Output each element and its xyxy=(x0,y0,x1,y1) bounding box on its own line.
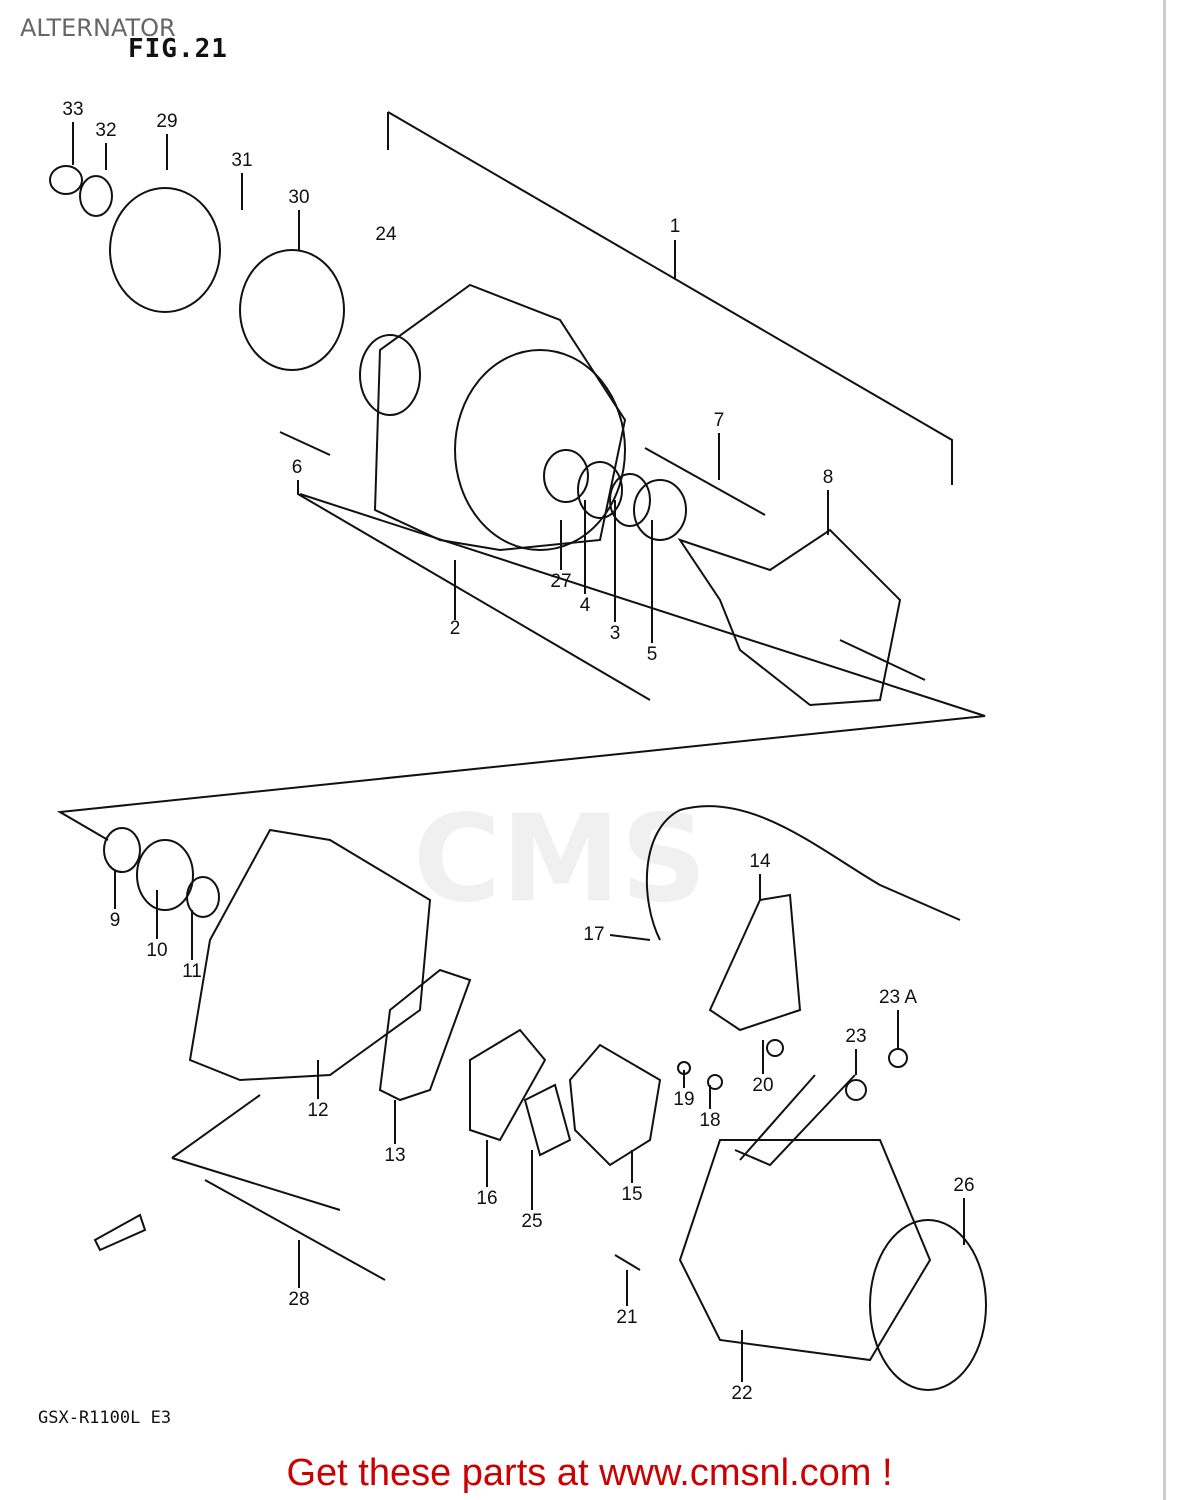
part-5-plate xyxy=(633,479,687,541)
callout-22: 22 xyxy=(731,1383,753,1404)
callout-23a: 23 A xyxy=(878,987,918,1008)
callout-12: 12 xyxy=(307,1100,329,1121)
part-20-screw xyxy=(766,1039,784,1057)
part-19-washer xyxy=(677,1061,691,1075)
callout-25: 25 xyxy=(521,1211,543,1232)
callout-21: 21 xyxy=(616,1307,638,1328)
fwd-arrow-icon xyxy=(93,1213,147,1252)
callout-27: 27 xyxy=(550,571,572,592)
part-13-stator xyxy=(378,968,472,1102)
callout-4: 4 xyxy=(579,595,591,616)
part-27-bearing xyxy=(543,449,589,503)
callout-10: 10 xyxy=(146,940,168,961)
callout-30: 30 xyxy=(288,187,310,208)
part-33-nut xyxy=(49,165,83,195)
callout-33: 33 xyxy=(62,99,84,120)
part-6-screw xyxy=(279,431,331,456)
callout-7: 7 xyxy=(713,410,725,431)
group-line-lower xyxy=(171,1094,341,1211)
callout-26: 26 xyxy=(953,1175,975,1196)
callout-18: 18 xyxy=(699,1110,721,1131)
callout-20: 20 xyxy=(752,1075,774,1096)
part-15-regulator xyxy=(568,1043,662,1167)
part-10-bearing xyxy=(136,839,194,911)
callout-6: 6 xyxy=(291,457,303,478)
part-26-cap xyxy=(869,1219,987,1391)
watermark-logo: CMS xyxy=(413,790,707,930)
callout-23: 23 xyxy=(845,1026,867,1047)
page-title: ALTERNATOR xyxy=(20,14,176,42)
callout-8: 8 xyxy=(822,467,834,488)
part-2-housing xyxy=(373,283,627,552)
group-line-upper xyxy=(56,480,986,841)
part-8-rotor xyxy=(677,528,926,707)
shop-link[interactable]: Get these parts at www.cmsnl.com ! xyxy=(286,1452,893,1494)
callout-31: 31 xyxy=(231,150,253,171)
part-21-screw xyxy=(614,1254,641,1271)
part-29-hub xyxy=(109,187,221,313)
part-28-bolt xyxy=(204,1179,386,1281)
callout-17: 17 xyxy=(583,924,605,945)
model-code: GSX-R1100L E3 xyxy=(38,1408,172,1428)
callout-5: 5 xyxy=(646,644,658,665)
callout-24: 24 xyxy=(375,224,397,245)
assembly-bracket-1 xyxy=(387,111,953,485)
callout-15: 15 xyxy=(621,1184,643,1205)
part-23a-nut xyxy=(888,1048,908,1068)
callout-32: 32 xyxy=(95,120,117,141)
part-23-nut xyxy=(845,1079,867,1101)
part-25-brush xyxy=(523,1083,572,1157)
callout-16: 16 xyxy=(476,1188,498,1209)
callout-11: 11 xyxy=(182,961,202,982)
callout-13: 13 xyxy=(384,1145,406,1166)
part-9-washer xyxy=(103,827,141,873)
callout-28: 28 xyxy=(288,1289,310,1310)
part-4-ring xyxy=(577,461,623,519)
part-7-stud xyxy=(644,447,766,516)
part-30-damper xyxy=(239,249,345,371)
part-3-bearing xyxy=(609,473,651,527)
part-11-ring xyxy=(186,876,220,918)
part-16-holder xyxy=(469,1028,547,1142)
part-14-bracket xyxy=(708,893,802,1032)
callout-14: 14 xyxy=(749,851,771,872)
callout-3: 3 xyxy=(609,623,621,644)
part-12-housing xyxy=(188,828,432,1082)
callout-29: 29 xyxy=(156,111,178,132)
part-24-bearing xyxy=(359,334,421,416)
part-32-washer xyxy=(79,175,113,217)
right-edge-divider xyxy=(1163,0,1166,1500)
leader-lines xyxy=(72,122,965,1382)
callout-19: 19 xyxy=(673,1089,695,1110)
part-22-cover xyxy=(678,1139,932,1362)
part-18-screw xyxy=(707,1074,723,1090)
callout-9: 9 xyxy=(109,910,121,931)
part-17-wire xyxy=(645,805,961,941)
callout-2: 2 xyxy=(449,618,461,639)
figure-number: FIG.21 xyxy=(128,34,228,64)
callout-1: 1 xyxy=(669,216,681,237)
